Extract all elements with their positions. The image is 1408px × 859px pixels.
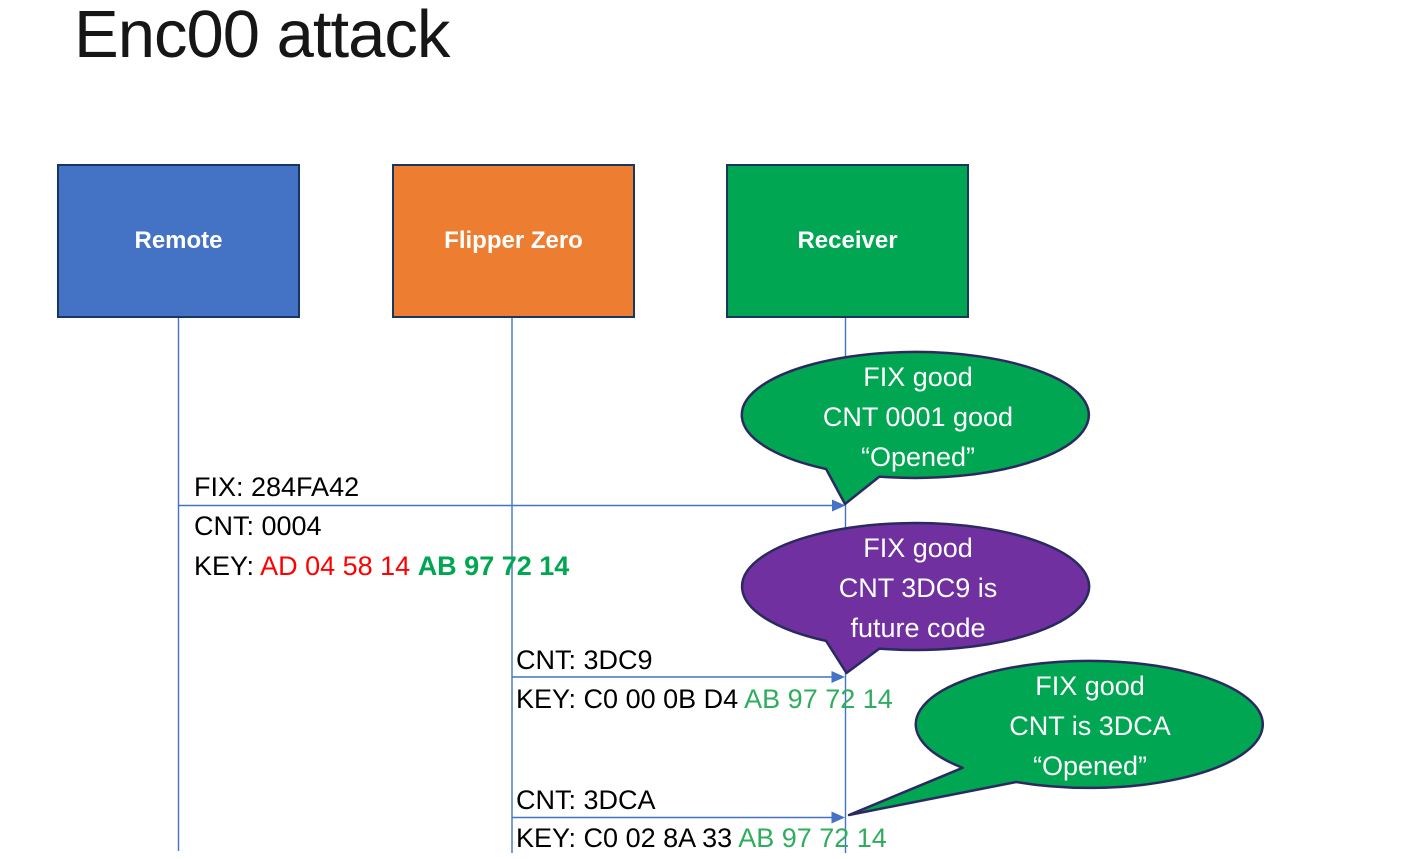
actor-box-flipper-zero: Flipper Zero bbox=[392, 164, 635, 318]
message1-key: KEY: AD 04 58 14 AB 97 72 14 bbox=[194, 551, 569, 581]
message2-key-plain-bytes: C0 00 0B D4 bbox=[583, 684, 745, 714]
arrow-remote-to-receiver bbox=[178, 499, 846, 512]
arrowhead-3 bbox=[831, 811, 845, 824]
actor-box-remote: Remote bbox=[57, 164, 300, 318]
message2-cnt: CNT: 3DC9 bbox=[516, 645, 653, 675]
callout2-line1: FIX good bbox=[863, 533, 973, 563]
message1-fix: FIX: 284FA42 bbox=[194, 472, 360, 502]
message1-key-green-bytes: AB 97 72 14 bbox=[417, 551, 570, 581]
arrowhead-1 bbox=[832, 499, 846, 512]
callout-bubble-future-code bbox=[740, 521, 1091, 675]
callout3-text: FIX good CNT is 3DCA “Opened” bbox=[935, 666, 1245, 786]
actor-box-receiver: Receiver bbox=[726, 164, 969, 318]
message1-cnt: CNT: 0004 bbox=[194, 511, 322, 541]
arrowhead-2 bbox=[831, 671, 845, 683]
message2-key-label: KEY: bbox=[516, 684, 584, 714]
callout-bubble-opened-1 bbox=[740, 350, 1090, 506]
callout2-line3: future code bbox=[850, 613, 986, 643]
message3-key: KEY: C0 02 8A 33 AB 97 72 14 bbox=[516, 823, 887, 853]
callout1-line2: CNT 0001 good bbox=[822, 402, 1014, 432]
message1-key-label: KEY: bbox=[194, 551, 261, 581]
message3-cnt: CNT: 3DCA bbox=[516, 785, 656, 815]
message2-key-green-bytes: AB 97 72 14 bbox=[744, 684, 893, 714]
arrow-flipper-to-receiver-1 bbox=[512, 671, 845, 683]
callout1-text: FIX good CNT 0001 good “Opened” bbox=[763, 357, 1073, 477]
callout1-line1: FIX good bbox=[863, 362, 973, 392]
callout2-line2: CNT 3DC9 is bbox=[838, 573, 998, 603]
callout3-line1: FIX good bbox=[1035, 671, 1145, 701]
slide-title: Enc00 attack bbox=[74, 0, 450, 72]
message3-key-label: KEY: bbox=[516, 823, 584, 853]
message3-key-plain-bytes: C0 02 8A 33 bbox=[583, 823, 739, 853]
actor-label-remote: Remote bbox=[134, 227, 223, 254]
message2-key: KEY: C0 00 0B D4 AB 97 72 14 bbox=[516, 684, 893, 714]
callout3-line3: “Opened” bbox=[1032, 751, 1148, 781]
actor-label-receiver: Receiver bbox=[797, 227, 898, 254]
message1-key-red-bytes: AD 04 58 14 bbox=[260, 551, 418, 581]
message3-key-green-bytes: AB 97 72 14 bbox=[738, 823, 887, 853]
callout3-line2: CNT is 3DCA bbox=[1009, 711, 1171, 741]
callout1-line3: “Opened” bbox=[860, 442, 976, 472]
actor-label-flipper-zero: Flipper Zero bbox=[444, 227, 583, 254]
arrow-flipper-to-receiver-2 bbox=[512, 811, 845, 824]
callout-bubble-opened-2 bbox=[847, 659, 1265, 817]
callout2-text: FIX good CNT 3DC9 is future code bbox=[763, 528, 1073, 648]
